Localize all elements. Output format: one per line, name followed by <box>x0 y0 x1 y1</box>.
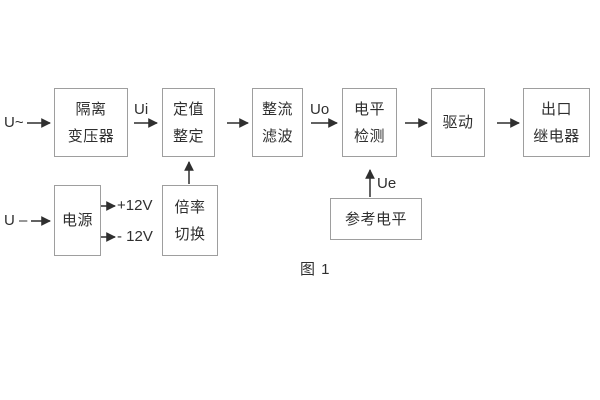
rail-plus12v-label: +12V <box>117 197 153 214</box>
block-label: 继电器 <box>533 127 580 145</box>
signal-ue-label: Ue <box>377 175 397 192</box>
dc-input-label: U – <box>4 212 28 229</box>
block-label: 滤波 <box>261 127 293 145</box>
block-ratio-switch: 倍率 切换 <box>162 185 218 256</box>
block-label: 切换 <box>174 225 206 243</box>
block-level-detection: 电平 检测 <box>342 88 397 157</box>
block-label: 参考电平 <box>344 210 407 228</box>
rail-minus12v-label: - 12V <box>117 228 153 245</box>
signal-ui-label: Ui <box>134 101 149 118</box>
block-label: 整定 <box>172 127 204 145</box>
block-isolation-transformer: 隔离 变压器 <box>54 88 128 157</box>
block-label: 出口 <box>540 100 572 118</box>
figure-caption: 图 1 <box>300 261 331 278</box>
block-label: 倍率 <box>174 198 206 216</box>
block-label: 整流 <box>261 100 293 118</box>
block-label: 变压器 <box>67 127 115 145</box>
signal-uo-label: Uo <box>310 101 330 118</box>
block-power-supply: 电源 <box>54 185 101 256</box>
block-label: 检测 <box>353 127 385 145</box>
block-label: 驱动 <box>442 114 474 131</box>
block-label: 电平 <box>353 100 385 118</box>
block-driver: 驱动 <box>431 88 485 157</box>
block-setting-adjustment: 定值 整定 <box>162 88 215 157</box>
block-output-relay: 出口 继电器 <box>523 88 590 157</box>
block-label: 电源 <box>61 212 93 229</box>
block-label: 隔离 <box>75 100 107 118</box>
block-label: 定值 <box>172 100 204 118</box>
block-rectifier-filter: 整流 滤波 <box>252 88 303 157</box>
ac-input-label: U~ <box>4 114 24 131</box>
block-reference-level: 参考电平 <box>330 198 422 240</box>
